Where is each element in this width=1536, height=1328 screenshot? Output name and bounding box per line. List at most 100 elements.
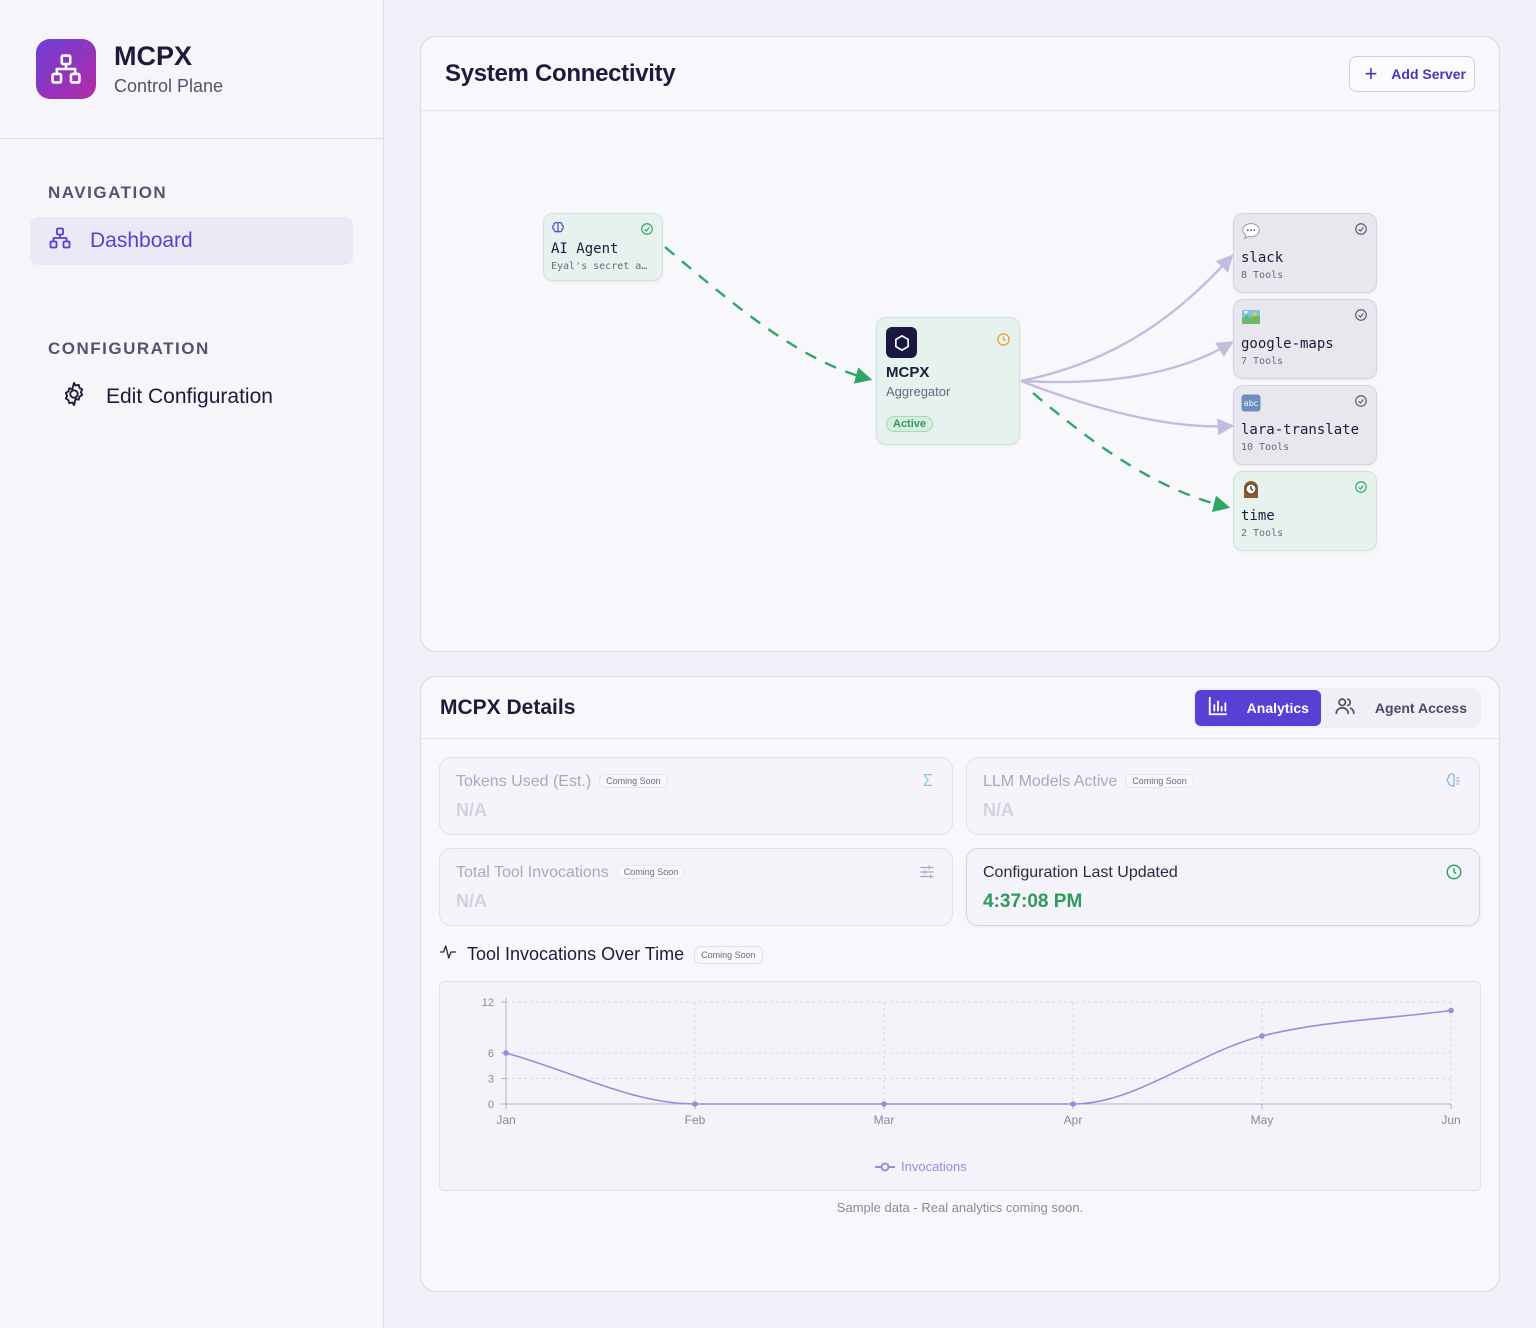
brain-icon: [551, 221, 565, 240]
legend-label: Invocations: [901, 1159, 967, 1174]
x-tick-label: Apr: [1064, 1113, 1083, 1127]
data-point: [881, 1101, 887, 1107]
server-node-lara-translate[interactable]: abc lara-translate 10 Tools: [1233, 385, 1377, 465]
mcpx-details-card: MCPX Details Analytics Agent Access Toke…: [420, 676, 1500, 1292]
users-icon: [1333, 695, 1357, 720]
x-tick-label: Mar: [874, 1113, 895, 1127]
legend-swatch-marker: [880, 1162, 890, 1172]
server-node-slack[interactable]: slack 8 Tools: [1233, 213, 1377, 293]
tab-label: Agent Access: [1374, 699, 1467, 716]
tab-analytics[interactable]: Analytics: [1194, 689, 1321, 726]
clock-icon: [996, 332, 1011, 352]
x-tick-label: Jan: [496, 1113, 515, 1127]
tab-agent-access[interactable]: Agent Access: [1321, 690, 1479, 726]
data-point: [1070, 1101, 1076, 1107]
stat-label: Configuration Last Updated: [983, 864, 1178, 881]
speech-bubble-icon: [1240, 220, 1262, 242]
data-point: [503, 1050, 509, 1056]
agent-name: AI Agent: [551, 241, 619, 257]
sidebar-item-dashboard[interactable]: Dashboard: [30, 217, 353, 265]
plus-icon: +: [1364, 60, 1378, 86]
brand[interactable]: MCPX Control Plane: [36, 39, 223, 99]
y-tick-label: 0: [488, 1099, 494, 1111]
server-tools: 2 Tools: [1241, 528, 1284, 539]
y-tick-label: 12: [482, 997, 494, 1009]
gear-icon: [60, 380, 88, 414]
agent-subtitle: Eyal's secret a…: [551, 261, 648, 272]
server-name: slack: [1241, 250, 1284, 266]
sidebar-item-label: Dashboard: [90, 229, 193, 252]
stat-value: 4:37:08 PM: [983, 891, 1083, 912]
y-tick-label: 6: [488, 1048, 494, 1060]
coming-soon-badge: Coming Soon: [1125, 774, 1194, 788]
data-point: [692, 1101, 698, 1107]
stat-llm-models-active: LLM Models Active Coming Soon N/A: [966, 757, 1480, 835]
network-icon: [48, 226, 72, 256]
chart-heading: Tool Invocations Over Time Coming Soon: [439, 943, 763, 966]
tab-label: Analytics: [1246, 699, 1309, 716]
data-point: [1259, 1033, 1265, 1039]
system-connectivity-card: System Connectivity + Add Server: [420, 36, 1500, 652]
stat-value: N/A: [456, 891, 487, 911]
x-tick-label: Jun: [1441, 1113, 1460, 1127]
stat-value: N/A: [983, 800, 1014, 820]
server-tools: 7 Tools: [1241, 356, 1284, 367]
sigma-icon: [920, 772, 936, 793]
section-label-navigation: NAVIGATION: [48, 183, 168, 202]
card-title: System Connectivity: [445, 59, 676, 87]
activity-icon: [439, 943, 457, 966]
brand-title: MCPX: [114, 41, 193, 71]
status-badge: Active: [886, 416, 934, 432]
stat-label: Total Tool Invocations: [456, 864, 609, 881]
chart-footnote: Sample data - Real analytics coming soon…: [836, 1200, 1084, 1215]
check-circle-icon: [640, 222, 654, 241]
sliders-icon: [918, 863, 936, 886]
mantel-clock-icon: [1240, 478, 1262, 500]
card-title: MCPX Details: [440, 695, 576, 719]
add-server-label: Add Server: [1391, 65, 1466, 82]
series-line-invocations: [505, 1009, 1452, 1105]
coming-soon-badge: Coming Soon: [694, 945, 763, 964]
stat-tokens-used: Tokens Used (Est.) Coming Soon N/A: [439, 757, 953, 835]
coming-soon-badge: Coming Soon: [616, 865, 686, 879]
edge-mcpx-google-maps: [1020, 341, 1234, 384]
map-icon: [1240, 306, 1262, 328]
svg-text:abc: abc: [1244, 399, 1258, 408]
abc-icon: abc: [1240, 392, 1262, 414]
coming-soon-badge: Coming Soon: [599, 774, 668, 788]
server-name: time: [1241, 508, 1275, 524]
add-server-button[interactable]: + Add Server: [1349, 55, 1475, 92]
check-circle-icon: [1354, 308, 1368, 327]
stat-total-tool-invocations: Total Tool Invocations Coming Soon N/A: [439, 848, 953, 926]
stat-value: N/A: [456, 800, 487, 820]
stat-label: LLM Models Active: [983, 773, 1118, 790]
stat-configuration-last-updated: Configuration Last Updated 4:37:08 PM: [966, 848, 1480, 926]
server-node-google-maps[interactable]: google-maps 7 Tools: [1233, 299, 1377, 379]
sidebar-item-edit-configuration[interactable]: Edit Configuration: [30, 373, 353, 421]
check-circle-icon: [1354, 394, 1368, 413]
connectivity-graph[interactable]: AI Agent Eyal's secret a… MCPX Aggregato…: [421, 111, 1499, 651]
server-node-time[interactable]: time 2 Tools: [1233, 471, 1377, 551]
server-tools: 8 Tools: [1241, 270, 1284, 281]
x-tick-label: Feb: [685, 1113, 706, 1127]
edge-mcpx-slack: [1020, 254, 1234, 383]
mcpx-aggregator-node[interactable]: MCPX Aggregator Active: [876, 317, 1020, 445]
aggregator-subtitle: Aggregator: [886, 384, 951, 399]
edge-agent-mcpx: [664, 246, 873, 384]
server-name: lara-translate: [1241, 422, 1360, 438]
agent-node[interactable]: AI Agent Eyal's secret a…: [543, 213, 663, 281]
server-name: google-maps: [1241, 336, 1334, 352]
data-point: [1448, 1007, 1454, 1014]
details-tabs: Analytics Agent Access: [1192, 687, 1481, 728]
clock-icon: [1445, 863, 1463, 886]
stat-label: Tokens Used (Est.): [456, 773, 592, 790]
y-tick-label: 3: [488, 1074, 494, 1086]
check-circle-icon: [1354, 480, 1368, 499]
edge-mcpx-time: [1032, 392, 1231, 512]
section-label-configuration: CONFIGURATION: [48, 339, 210, 358]
sidebar: MCPX Control Plane NAVIGATION Dashboard …: [0, 0, 384, 1328]
sidebar-item-label: Edit Configuration: [106, 385, 273, 408]
graph-edges: [664, 246, 1235, 512]
hexagon-icon: [886, 327, 917, 358]
